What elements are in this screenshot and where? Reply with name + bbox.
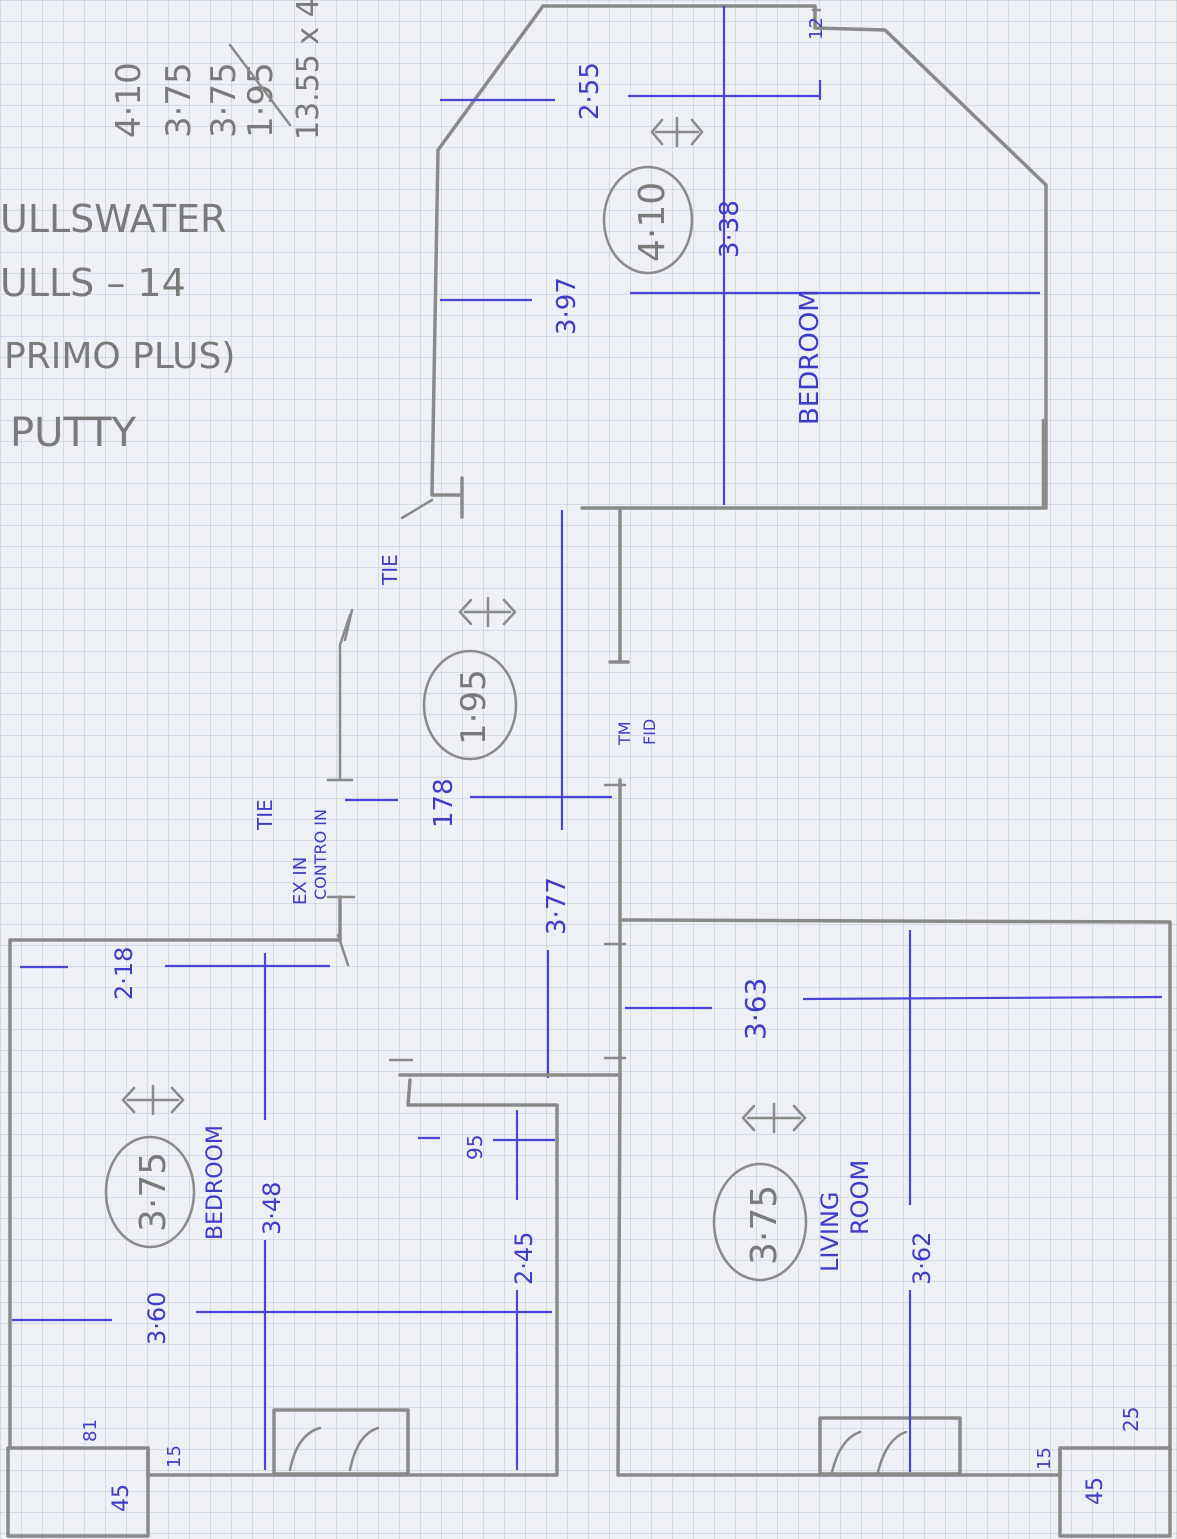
sum-value-2: 3·75 [159, 62, 199, 138]
dim-label-360: 3·60 [143, 1292, 171, 1345]
sum-total: 13.55 x 4 [291, 0, 326, 140]
contro-label: CONTRO IN [311, 809, 330, 900]
fireplace-left [272, 1408, 410, 1476]
bedroom-top-walls [430, 4, 1048, 664]
calculation-notes: 4·10 3·75 3·75 1·95 13.55 x 4 [109, 0, 326, 140]
dim-label-245: 2·45 [510, 1232, 538, 1285]
dim-label-45-right: 45 [1083, 1477, 1108, 1505]
living-room: 3·63 3·62 25 15 45 LIVING ROOM 3·75 [616, 918, 1172, 1538]
fireplace-living [818, 1416, 962, 1476]
dim-label-45-left: 45 [109, 1484, 134, 1512]
dim-label-348: 3·48 [258, 1182, 286, 1235]
extension-label: EX IN [290, 857, 311, 905]
room-label-room: ROOM [846, 1160, 874, 1235]
door-swing-left [336, 933, 350, 967]
sum-divider [228, 43, 292, 127]
arrow-icon [121, 1084, 185, 1116]
height-circle-hall [422, 649, 518, 761]
dim-label-362: 3·62 [908, 1232, 936, 1285]
dim-label-255: 2·55 [575, 62, 605, 120]
dim-label-81: 81 [80, 1419, 101, 1442]
sum-value-4: 1·95 [241, 62, 281, 138]
dim-label-95: 95 [463, 1135, 487, 1160]
dim-label-397: 3·97 [552, 277, 582, 335]
chimney-breast-left [6, 1446, 150, 1538]
fid-label: FID [640, 719, 659, 745]
dim-label-377: 3·77 [542, 877, 572, 935]
arrow-icon [458, 596, 517, 628]
room-label-living: LIVING [816, 1192, 844, 1273]
arrow-icon [741, 1102, 807, 1134]
dim-label-338: 3·38 [715, 200, 745, 258]
dim-label-15-right: 15 [1034, 1447, 1055, 1470]
dim-label-363: 3·63 [739, 978, 772, 1040]
material-notes: ULLSWATER ULLS – 14 PRIMO PLUS) PUTTY [0, 197, 235, 456]
hall-wall-left [338, 613, 352, 782]
tm-label: TM [615, 721, 634, 746]
note-line-3: PRIMO PLUS) [4, 336, 235, 377]
sum-value-3: 3·75 [204, 62, 244, 138]
dim-label-218: 2·18 [110, 947, 138, 1000]
ceiling-height-bedroom-left: 3·75 [133, 1152, 174, 1232]
fireplace-hatch-left [288, 1426, 380, 1472]
chimney-breast-right [1058, 1446, 1172, 1538]
height-circle [602, 165, 694, 275]
height-circle-living [712, 1162, 808, 1282]
tie-mid-mark [343, 608, 354, 642]
sum-value-1: 4·10 [109, 62, 149, 138]
dim-label-12: 12 [806, 17, 827, 40]
living-room-walls-left [616, 1078, 1062, 1477]
note-line-2: ULLS – 14 [0, 261, 186, 305]
dim-label-178: 178 [429, 778, 459, 828]
bedroom-left: 2·18 3·48 3·60 2·45 95 81 15 45 BEDROOM … [6, 933, 622, 1538]
room-label-bedroom-top: BEDROOM [795, 289, 825, 425]
living-room-walls-top [618, 918, 1172, 1452]
tie-label-top: TIE [378, 554, 402, 586]
dim-label-15-left: 15 [164, 1445, 185, 1468]
arrow-icon [650, 116, 704, 148]
ceiling-height-bedroom-top: 4·10 [632, 182, 673, 262]
dim-label-25: 25 [1119, 1407, 1143, 1432]
hall: 178 3·77 TIE TIE EX IN CONTRO IN TM FID … [253, 498, 659, 1082]
height-circle-bedroom-left [104, 1135, 196, 1249]
dim-line-363-right [802, 995, 1163, 1001]
tie-top-mark [400, 498, 434, 520]
note-line-1: ULLSWATER [0, 197, 226, 241]
ceiling-height-living: 3·75 [744, 1185, 785, 1265]
fireplace-hatch-living [830, 1430, 908, 1474]
ceiling-height-hall: 1·95 [454, 669, 494, 745]
bedroom-left-walls-top [8, 938, 342, 1450]
bedroom-top: 2·55 3·38 3·97 12 BEDROOM 4·10 [430, 4, 1048, 664]
note-line-4: PUTTY [10, 410, 137, 456]
tie-label-left: TIE [253, 799, 277, 831]
room-label-bedroom-left: BEDROOM [203, 1125, 228, 1240]
